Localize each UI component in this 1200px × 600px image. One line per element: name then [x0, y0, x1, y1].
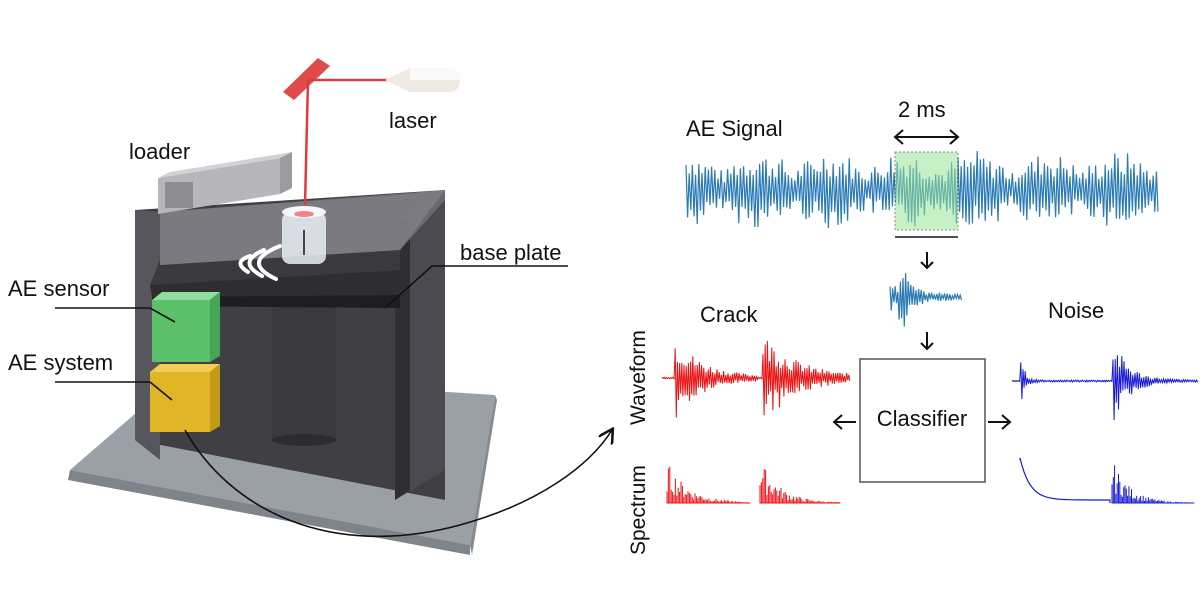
central-pillar — [272, 300, 336, 440]
melt-pool-container — [282, 206, 326, 264]
laser-path — [283, 58, 460, 206]
ae-sensor-block — [152, 292, 220, 362]
ae-system-block — [150, 364, 220, 432]
spectrum-row-label: Spectrum — [627, 465, 650, 555]
classifier-label: Classifier — [877, 406, 967, 431]
acoustic-wave-icon — [238, 244, 282, 281]
noise-label: Noise — [1048, 298, 1104, 323]
curved-connector-arrow — [184, 430, 612, 538]
classifier-box — [859, 358, 986, 483]
right-arrow-icon — [988, 414, 1012, 430]
signal-panel: AE Signal 2 ms — [685, 97, 1159, 351]
extracted-burst-waveform — [889, 273, 963, 327]
noise-waveform-2 — [1101, 355, 1199, 421]
apparatus-illustration: laser loader base plate AE sensor AE sys… — [8, 58, 612, 555]
noise-spectrum-2 — [1111, 465, 1195, 504]
left-arrow-icon — [832, 414, 856, 430]
loader-label: loader — [129, 139, 190, 164]
leader-lines — [55, 265, 568, 401]
classifier-block: Classifier — [832, 358, 1012, 483]
crack-plots — [661, 340, 851, 504]
noise-plots — [1011, 355, 1199, 504]
noise-waveform-1 — [1011, 362, 1109, 400]
analysis-window — [894, 151, 959, 231]
ae-system-label: AE system — [8, 350, 113, 375]
crack-waveform-2 — [751, 340, 851, 416]
loader-block — [158, 152, 292, 214]
crack-label: Crack — [700, 302, 758, 327]
down-arrow-icon — [920, 332, 934, 351]
crack-spectrum-2 — [759, 469, 841, 504]
noise-spectrum-1 — [1019, 457, 1111, 503]
window-length-label: 2 ms — [898, 97, 946, 122]
base-plate — [150, 270, 400, 297]
crack-waveform-1 — [661, 348, 759, 418]
crack-spectrum-1 — [666, 466, 751, 504]
ae-sensor-label: AE sensor — [8, 276, 110, 301]
down-arrow-icon — [920, 252, 934, 270]
laser-device — [385, 68, 460, 92]
mirror — [283, 58, 330, 100]
laser-label: laser — [389, 108, 437, 133]
base-plate-label: base plate — [460, 240, 562, 265]
ae-signal-title: AE Signal — [686, 116, 783, 141]
waveform-row-label: Waveform — [627, 330, 650, 425]
